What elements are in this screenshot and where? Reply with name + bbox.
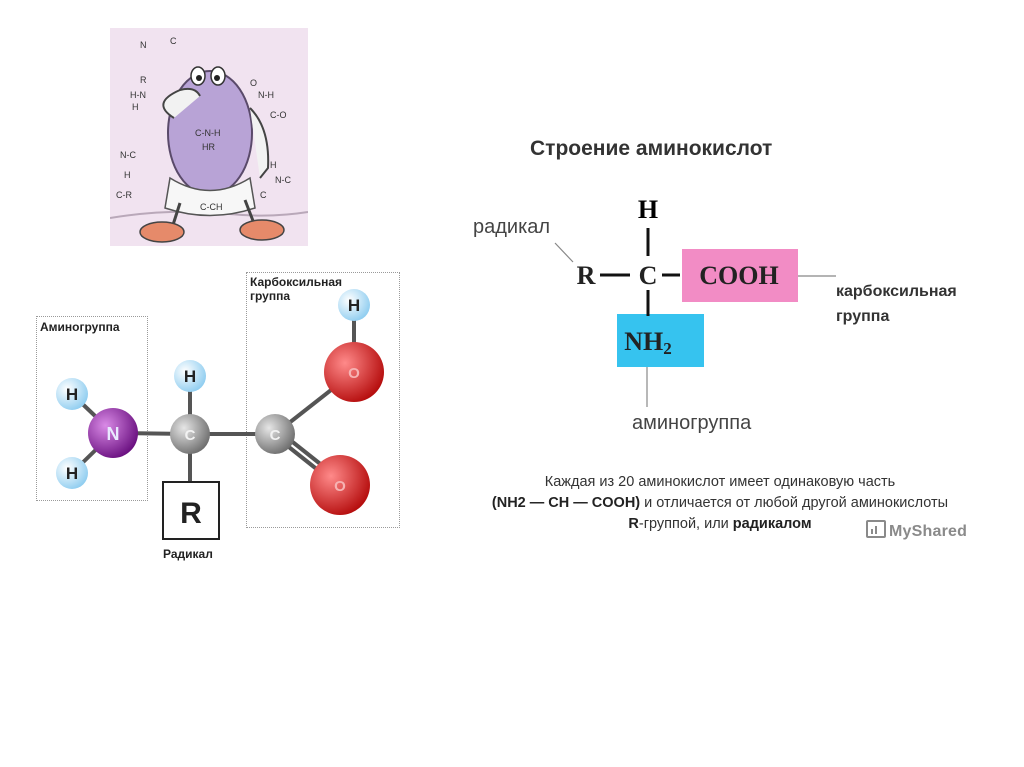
hydrogen-amino-top-atom: H — [56, 378, 88, 410]
svg-text:R: R — [140, 75, 147, 85]
nitrogen-symbol: N — [107, 424, 120, 444]
description-formula: (NH2 — CH — COOH) — [491, 495, 641, 511]
description-r: R — [628, 516, 639, 532]
svg-text:C: C — [170, 36, 177, 46]
carboxyl-label-right-line1: карбоксильная — [836, 283, 957, 300]
svg-text:H-N: H-N — [130, 90, 146, 100]
svg-text:HR: HR — [202, 142, 215, 152]
description-radical: радикалом — [732, 516, 812, 532]
structural-formula: H R C COOH NH2 — [554, 195, 836, 407]
hydrogen-alpha-symbol: H — [184, 367, 196, 386]
carboxyl-label-right: карбоксильная группа — [836, 279, 1006, 329]
nitrogen-atom: N — [88, 408, 138, 458]
carboxyl-group-box — [246, 272, 400, 528]
radical-label-left: Радикал — [163, 547, 213, 561]
carboxyl-label-right-line2: группа — [836, 308, 890, 325]
description-line2-rest: и отличается от любой другой аминокислот… — [640, 495, 949, 511]
watermark-text: MyShared — [889, 523, 968, 540]
svg-text:C: C — [260, 190, 267, 200]
formula-cooh: COOH — [699, 261, 778, 290]
radical-symbol: R — [180, 497, 202, 530]
diagram-title: Строение аминокислот — [530, 137, 773, 160]
description-line3-mid: -группой, или — [638, 516, 733, 532]
carbon-carboxyl-symbol: C — [270, 427, 281, 444]
formula-nh2-subscript: 2 — [663, 339, 672, 358]
formula-r: R — [577, 261, 596, 290]
amino-group-box — [36, 316, 148, 501]
description-line1: Каждая из 20 аминокислот имеет одинакову… — [544, 474, 896, 490]
radical-box: R — [162, 481, 220, 540]
svg-text:N-C: N-C — [275, 175, 291, 185]
watermark: MyShared — [866, 520, 967, 541]
carboxyl-group-label-line2: группа — [250, 289, 291, 303]
svg-text:H: H — [124, 170, 131, 180]
oxygen-carbonyl-atom: O — [310, 455, 370, 515]
carbon-alpha-atom: C — [170, 414, 210, 454]
oxygen-hydroxyl-atom: O — [324, 342, 384, 402]
pointer-lines — [554, 242, 836, 407]
carbon-carboxyl-atom: C — [255, 414, 295, 454]
svg-text:N-H: N-H — [258, 90, 274, 100]
ball-and-stick-molecule: H H N H C C O O H R — [56, 289, 384, 540]
description-line2: (NH2 — CH — COOH) и отличается от любой … — [420, 493, 1020, 514]
cooh-highlight — [682, 249, 798, 302]
carbon-alpha-symbol: C — [185, 427, 196, 444]
formula-h: H — [638, 195, 658, 224]
hydrogen-amino-bottom-atom: H — [56, 457, 88, 489]
formula-nh2: NH2 — [624, 327, 672, 358]
oxygen-hydroxyl-symbol: O — [348, 365, 360, 382]
hydrogen-hydroxyl-atom: H — [338, 289, 370, 321]
formula-bonds — [600, 228, 680, 316]
svg-text:C-O: C-O — [270, 110, 287, 120]
amino-group-label: Аминогруппа — [40, 320, 120, 334]
nh2-highlight — [617, 314, 704, 367]
hydrogen-alpha-atom: H — [174, 360, 206, 392]
svg-text:N-C: N-C — [120, 150, 136, 160]
formula-c: C — [639, 261, 658, 290]
svg-text:H: H — [270, 160, 277, 170]
amino-label-right: аминогруппа — [632, 412, 752, 434]
description-line3: R-группой, или радикалом — [420, 514, 1020, 535]
svg-text:C-N-H: C-N-H — [195, 128, 221, 138]
hydrogen-amino-bottom-symbol: H — [66, 464, 78, 483]
carboxyl-group-label-line1: Карбоксильная — [250, 275, 343, 289]
oxygen-carbonyl-symbol: O — [334, 478, 346, 495]
svg-text:C-CH: C-CH — [200, 202, 223, 212]
molecule-bonds — [70, 305, 356, 492]
carboxyl-group-label: Карбоксильная группа — [250, 275, 342, 303]
hydrogen-amino-top-symbol: H — [66, 385, 78, 404]
svg-text:O: O — [250, 78, 257, 88]
description-text: Каждая из 20 аминокислот имеет одинакову… — [420, 472, 1020, 535]
watermark-icon — [866, 520, 886, 538]
hydrogen-hydroxyl-symbol: H — [348, 296, 360, 315]
radical-label-right: радикал — [473, 216, 551, 238]
svg-text:H: H — [132, 102, 139, 112]
svg-text:N: N — [140, 40, 147, 50]
formula-nh: NH — [624, 327, 663, 356]
svg-text:C-R: C-R — [116, 190, 132, 200]
